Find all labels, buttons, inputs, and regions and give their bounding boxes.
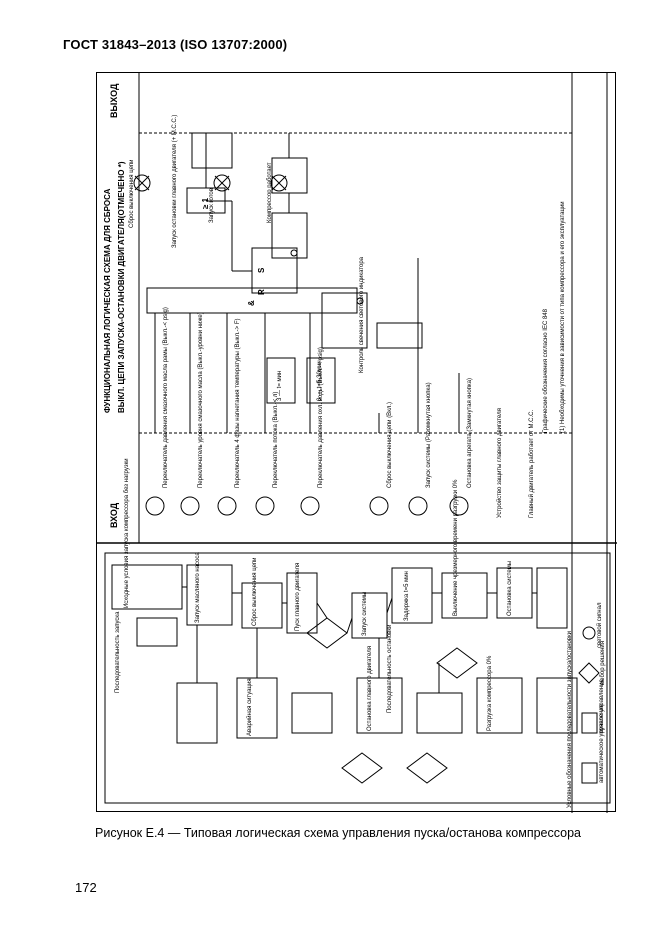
flow-step-10: Остановка главного двигателя (367, 646, 373, 731)
input-label-2: Переключатель уровня смазочного масла (В… (198, 312, 204, 488)
legend-title: Условные обозначения последовательности … (567, 630, 573, 808)
flow-step-3: Сброс выключения цепи (252, 557, 258, 626)
flow-step-2: Запуск масляного насоса (195, 552, 201, 623)
flow-step-9: Аварийная ситуация (247, 678, 253, 736)
figure-caption: Рисунок Е.4 — Типовая логическая схема у… (95, 826, 582, 840)
flow-step-6: Задержка t=5 мин (404, 571, 410, 621)
flow-step-1: Исходные условия запуска компрессора без… (124, 458, 130, 608)
stop-sequence-title: Последовательность остановки (387, 624, 393, 713)
output-label-1: Сброс выключения цепи (129, 159, 135, 228)
flow-step-8: Остановка системы (507, 560, 513, 616)
legend-manual: ручное управление (599, 679, 605, 733)
diagram-title-line2: ВЫКЛ. ЦЕПИ ЗАПУСКА-ОСТАНОВКИ ДВИГАТЕЛЯ(О… (117, 161, 126, 413)
and-gate-label: & (247, 300, 256, 306)
logic-diagram-drawing (97, 73, 617, 813)
flow-step-7: Выключение чрезмерного времени разгрузки… (453, 479, 459, 616)
input-symbols (145, 496, 469, 516)
input-label-7: Запуск системы (Разомкнутая кнопка) (426, 382, 432, 488)
input-label-4: Переключатель потока (Выкл.-< л) (273, 391, 279, 488)
document-header: ГОСТ 31843–2013 (ISO 13707:2000) (63, 37, 288, 52)
indicator-note: Контроль свечения светового индикатора (359, 257, 365, 373)
timer-1: 3 — t= мин (277, 370, 283, 401)
diagram-title-line1: ФУНКЦИОНАЛЬНАЯ ЛОГИЧЕСКАЯ СХЕМА ДЛЯ СБРО… (103, 188, 112, 413)
flow-step-4: Пуск главного двигателя (295, 562, 301, 631)
flipflop-set: S (257, 267, 266, 273)
page-number: 172 (75, 880, 97, 895)
input-label-3: Переключатель 4 фазы нагнетания температ… (235, 318, 241, 489)
sequence-title: Последовательность запуска (115, 611, 121, 693)
input-label-8: Остановка агрегата (Замкнутая кнопка) (467, 377, 473, 488)
logic-diagram-figure: ВЫХОД ВХОД ФУНКЦИОНАЛЬНАЯ ЛОГИЧЕСКАЯ СХЕ… (96, 72, 617, 813)
output-note: Запуск остановки главного двигателя (+ М… (172, 114, 178, 248)
input-column-label: ВХОД (109, 502, 119, 528)
timer-2: 0 — t=5-30мин (317, 360, 323, 401)
footnote: (1) Необходимы уточнения в зависимости о… (560, 201, 566, 433)
flow-step-11: Разгрузка компрессора 0% (487, 655, 493, 731)
output-column-label: ВЫХОД (109, 83, 119, 118)
output-label-2: Запуск готов (209, 188, 215, 223)
flipflop-reset: R (257, 289, 266, 295)
input-label-1: Переключатель давления смазочного масла … (163, 307, 169, 488)
flow-step-5: Запуск системы (362, 591, 368, 636)
input-label-6: Сброс выключения цепи (Вкл.) (387, 401, 393, 488)
flowchart-blocks (111, 564, 578, 784)
input-extra-label: Устройство защиты главного двигателя (497, 408, 503, 518)
legend-lamp: световой сигнал (597, 602, 603, 648)
input-extra-label-2: Главный двигатель работает от М.С.С. (529, 409, 535, 518)
legend-note: Графические обозначения согласно IEC 848 (543, 309, 549, 433)
output-label-3: Компрессор работает (267, 162, 273, 223)
